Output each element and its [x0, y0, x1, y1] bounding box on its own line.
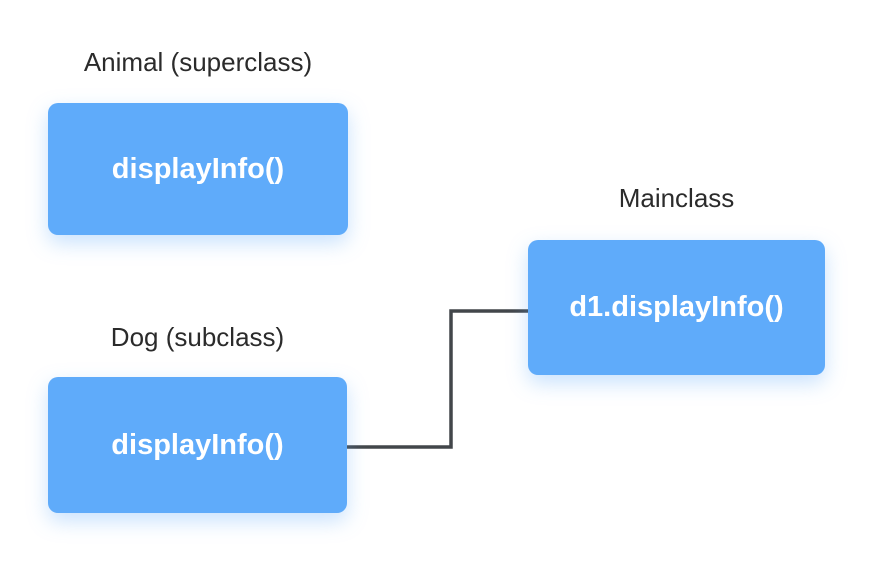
animal-box: displayInfo() — [48, 103, 348, 235]
dog-subclass-label: Dog (subclass) — [110, 322, 285, 352]
mainclass-method-label: d1.displayInfo() — [569, 291, 784, 323]
mainclass-box: d1.displayInfo() — [528, 240, 825, 375]
mainclass-label: Mainclass — [618, 183, 735, 213]
dog-method-label: displayInfo() — [111, 428, 284, 461]
arrow-elbow-line — [338, 309, 528, 449]
dog-box: displayInfo() — [48, 377, 347, 513]
animal-method-label: displayInfo() — [111, 152, 285, 185]
animal-superclass-label: Animal (superclass) — [83, 47, 313, 77]
